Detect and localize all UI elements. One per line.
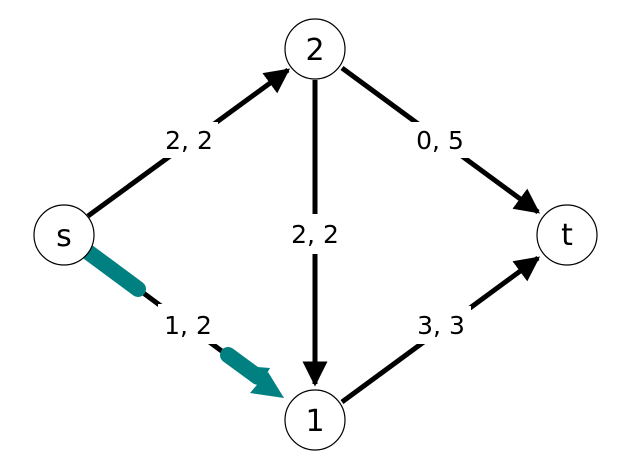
svg-text:0, 5: 0, 5 [416, 126, 464, 155]
edge-label-s-1: 1, 2 [158, 304, 218, 344]
highlight-segment [220, 347, 266, 385]
svg-text:t: t [561, 218, 573, 253]
svg-text:s: s [56, 219, 72, 254]
edge-label-1-t: 3, 3 [411, 306, 471, 344]
svg-text:2, 2: 2, 2 [291, 220, 339, 249]
svg-text:3, 3: 3, 3 [417, 311, 465, 340]
edge-label-2-1: 2, 2 [284, 214, 346, 254]
node-s: s [33, 204, 95, 266]
edge-label-s-2: 2, 2 [160, 122, 218, 158]
svg-text:2: 2 [305, 33, 324, 68]
highlight-segment [80, 244, 146, 297]
node-2: 2 [284, 18, 346, 80]
node-1: 1 [284, 389, 346, 451]
highlight-arrowhead [250, 372, 284, 398]
svg-text:1: 1 [305, 404, 324, 439]
edge-label-2-t: 0, 5 [411, 122, 469, 158]
svg-text:1, 2: 1, 2 [164, 311, 212, 340]
svg-text:2, 2: 2, 2 [165, 126, 213, 155]
node-t: t [536, 204, 598, 266]
